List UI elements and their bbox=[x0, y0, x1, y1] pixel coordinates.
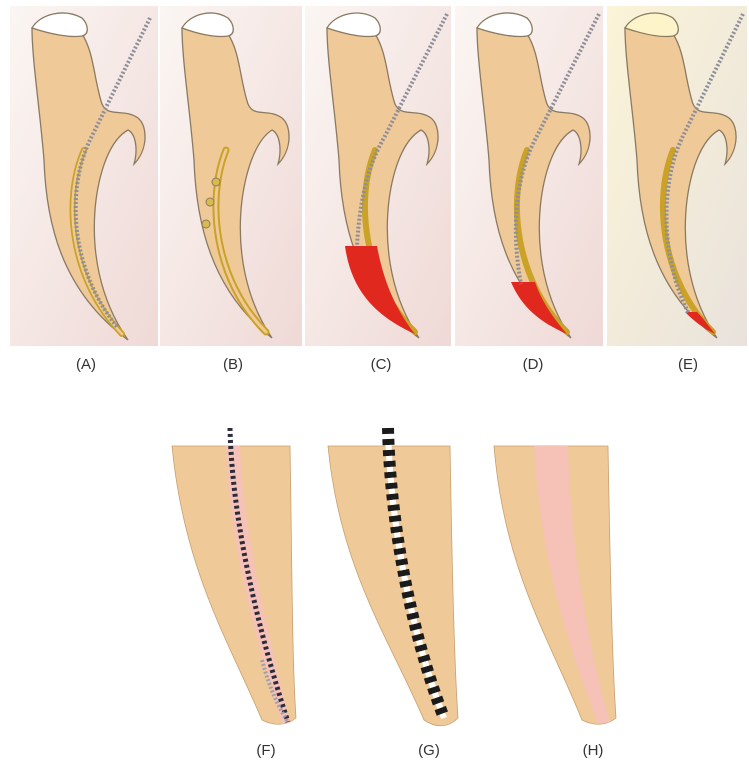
panel-b-nodule-3 bbox=[202, 220, 210, 228]
label-d: (D) bbox=[503, 356, 563, 373]
label-e: (E) bbox=[658, 356, 718, 373]
label-f: (F) bbox=[236, 742, 296, 759]
panel-h bbox=[494, 446, 616, 724]
panel-f bbox=[172, 428, 296, 724]
panel-b-nodule-1 bbox=[212, 178, 220, 186]
panel-g bbox=[328, 428, 458, 726]
panel-c bbox=[305, 6, 451, 346]
label-c: (C) bbox=[351, 356, 411, 373]
panel-a bbox=[10, 6, 158, 346]
panel-b bbox=[160, 6, 302, 346]
label-g: (G) bbox=[399, 742, 459, 759]
label-b: (B) bbox=[203, 356, 263, 373]
panel-d bbox=[455, 6, 603, 346]
label-h: (H) bbox=[563, 742, 623, 759]
label-a: (A) bbox=[56, 356, 116, 373]
panel-b-nodule-2 bbox=[206, 198, 214, 206]
panel-e bbox=[607, 6, 747, 346]
